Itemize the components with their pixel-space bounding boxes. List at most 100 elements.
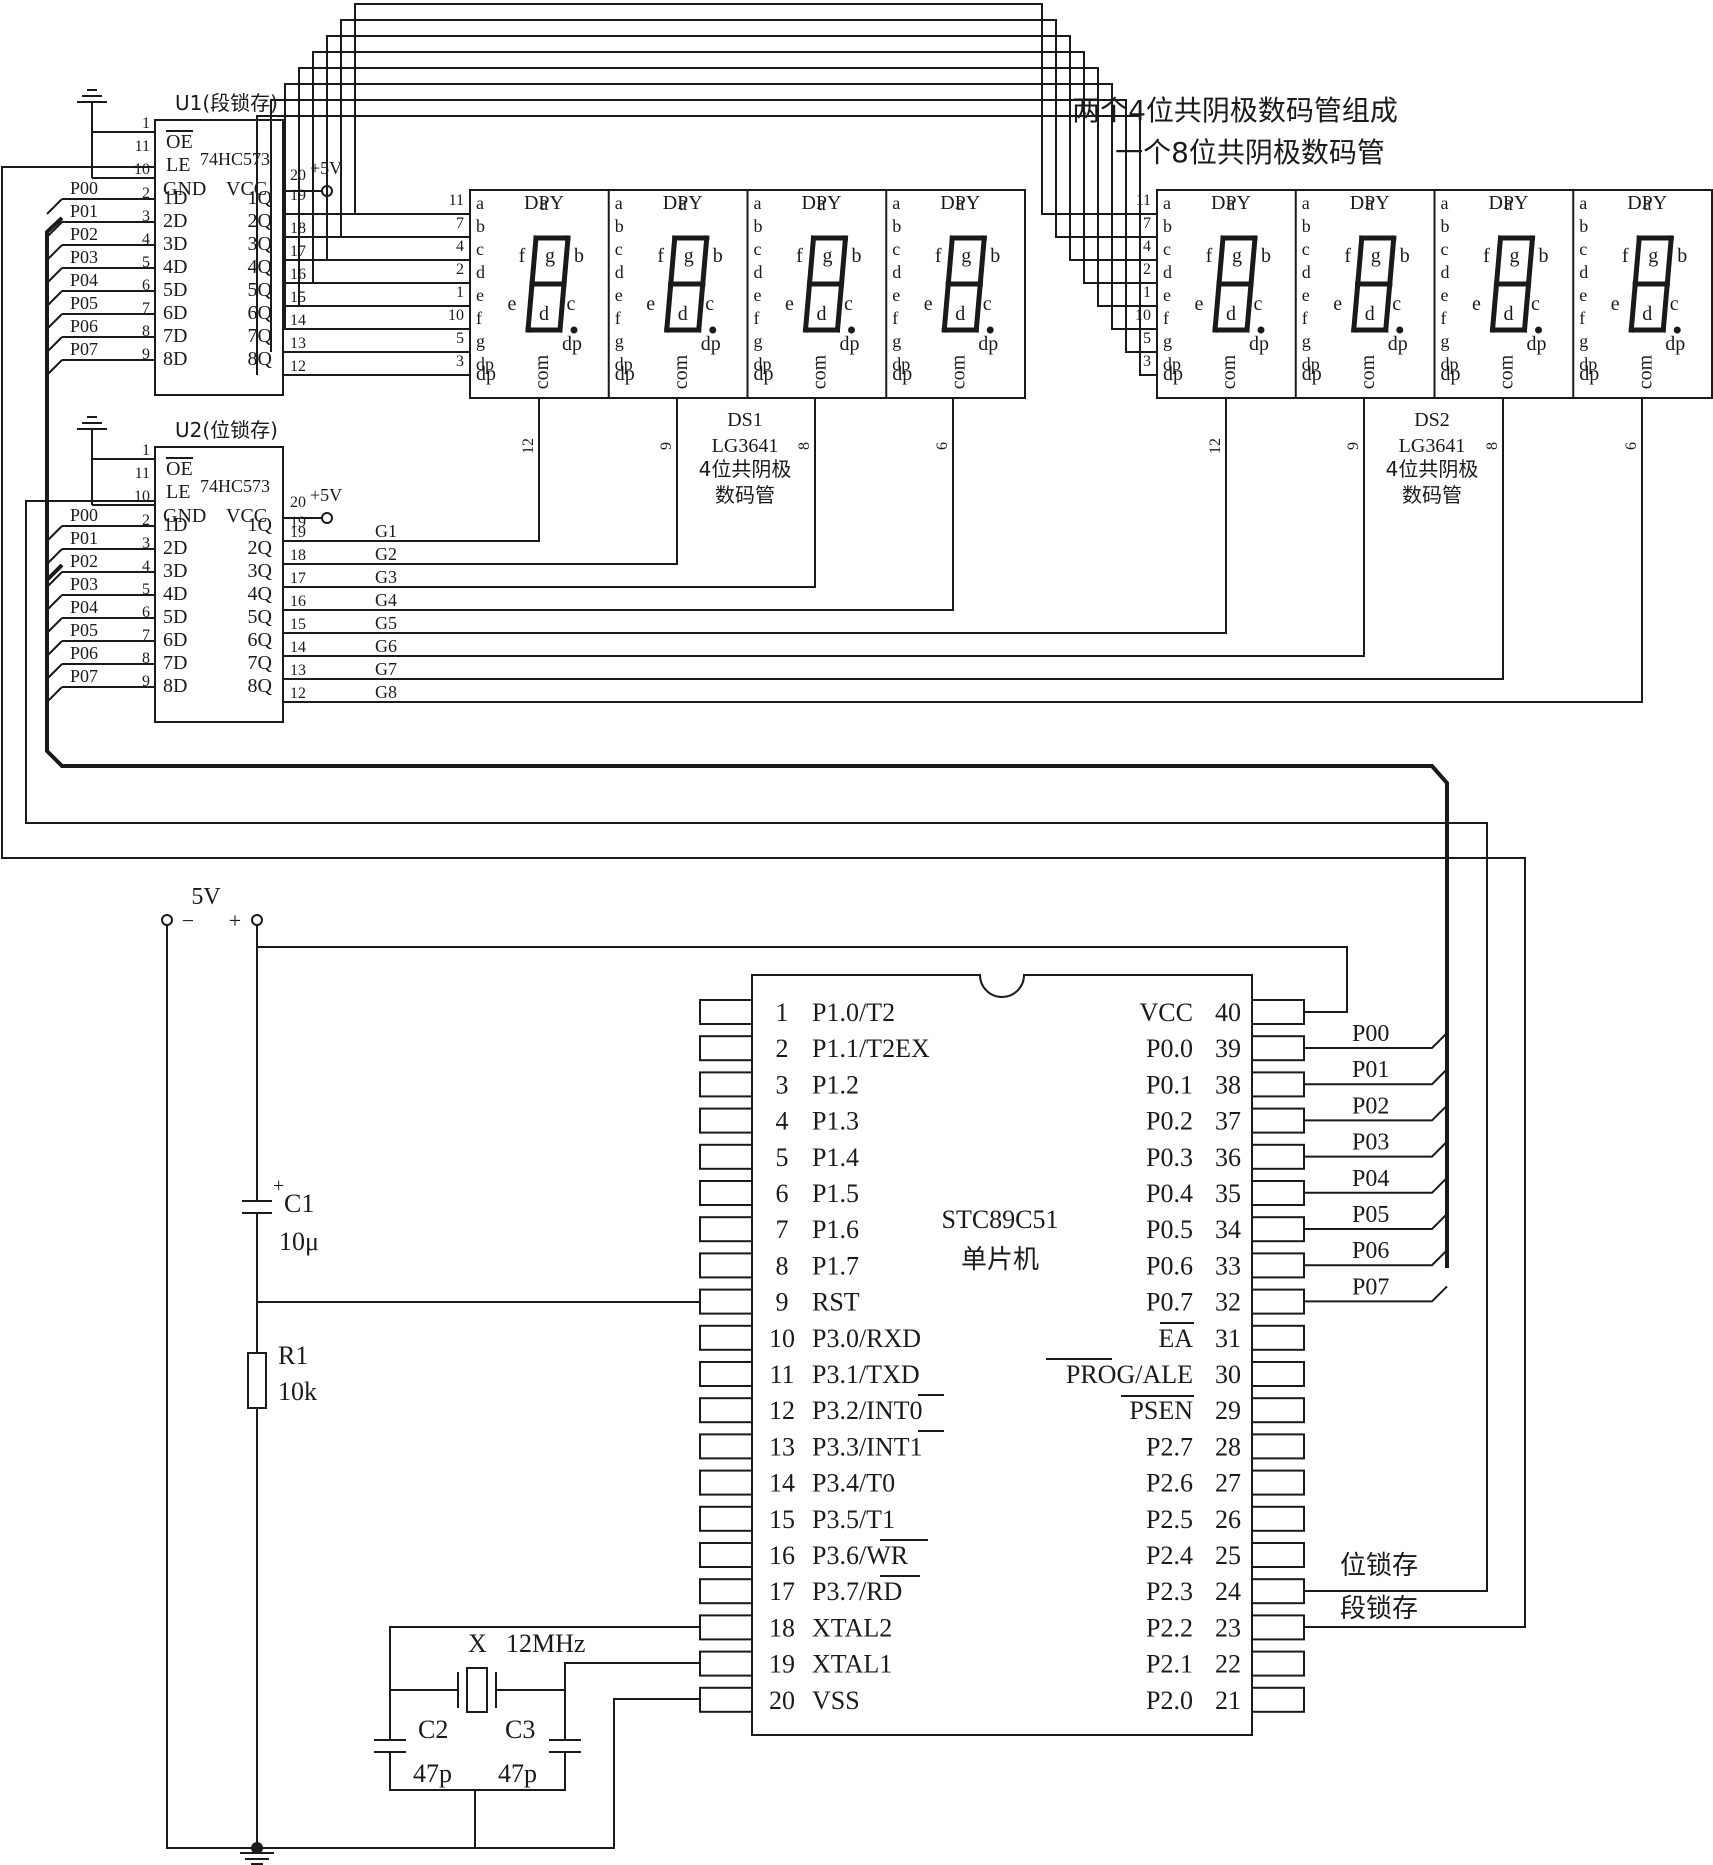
- u2-pin-le-label: LE: [166, 481, 190, 503]
- ds1-digit-1-pinlabel-f: f: [476, 308, 482, 328]
- u1-input-6-label: 6D: [163, 302, 187, 324]
- ds2-digit-2-pinlabel-d: d: [1302, 262, 1311, 282]
- mcu-right-pin-18-name: P2.2: [1146, 1613, 1193, 1642]
- ds1-digit-4-pinlabel-c: c: [892, 239, 900, 259]
- power-circuit: [161, 914, 700, 1865]
- ds1-digit-1-segment-b: [561, 235, 571, 287]
- power-minus-sign: −: [182, 908, 194, 933]
- net-wei-latch: 位锁存: [1340, 1551, 1418, 1581]
- ds1-digit-2-seg-b-label: b: [713, 245, 723, 267]
- u2-input-2-entry: [46, 548, 63, 565]
- u2-grid-net-6: G6: [375, 636, 397, 656]
- mcu-left-pin-20-name: VSS: [812, 1686, 860, 1715]
- mcu-right-pin-16-num: 25: [1215, 1541, 1241, 1570]
- mcu-left-pin-15-lead: [699, 1505, 753, 1532]
- u2-output-7-label: 7Q: [248, 652, 273, 674]
- ds2-segpin-1: 11: [1136, 192, 1151, 209]
- ds2-digit-2-seg-f-label: f: [1344, 245, 1351, 267]
- ds2-digit-3-seg-a-label: a: [1504, 193, 1513, 215]
- ds1-digit-2-pinlabel-dp: dp: [615, 354, 633, 374]
- ds1-digit-4-seg-g-label: g: [961, 245, 971, 267]
- u2-output-3-label: 3Q: [248, 560, 273, 582]
- mcu-right-pin-8-lead: [1251, 1252, 1305, 1279]
- ds1-digit-1-pinlabel-c: c: [476, 239, 484, 259]
- ds1-digit-1-seg-f-label: f: [519, 245, 526, 267]
- grid-wire-6: [283, 398, 1365, 657]
- ds2-digit-4-pinlabel-a: a: [1579, 193, 1587, 213]
- ds1-digit-2-com-label: com: [670, 354, 692, 389]
- ds1-digit-2-pinlabel-d: d: [615, 262, 624, 282]
- ds2-digit-4-seg-f-label: f: [1622, 245, 1629, 267]
- ds2-digit-3-pinlabel-g: g: [1441, 331, 1450, 351]
- ds1-digit-4-segment-e: [941, 281, 951, 333]
- mcu-left-pin-3-num: 3: [776, 1070, 789, 1099]
- power-plus-terminal: [251, 914, 263, 926]
- u2-input-1-label: 1D: [163, 514, 187, 536]
- u2-net-7: P06: [70, 643, 98, 663]
- ds1-digit-3-segment-c: [834, 281, 845, 333]
- ds1-digit-4-pinlabel-a: a: [892, 193, 900, 213]
- ds2-digit-2-segment-c: [1383, 281, 1393, 333]
- ds1-digit-4-seg-e-label: e: [924, 293, 933, 315]
- ds2-digit-2-seg-a-label: a: [1365, 193, 1374, 215]
- mcu-p0-2-net: P02: [1352, 1093, 1389, 1119]
- ds2-digit-4-pinlabel-f: f: [1579, 308, 1585, 328]
- mcu-left-pin-20-lead: [699, 1686, 753, 1713]
- ds1-digit-4-header: DPY: [940, 192, 980, 214]
- u2-grid-net-1: G1: [375, 521, 397, 541]
- ds2-digit-1-pinlabel-a: a: [1163, 193, 1171, 213]
- ds2-digit-1-pinlabel-g: g: [1163, 331, 1172, 351]
- ds2-segpin-7: 5: [1143, 330, 1151, 347]
- ds1-digit-1-seg-a-label: a: [540, 193, 549, 215]
- u1-pin-gnd-label: GND: [163, 178, 206, 200]
- mcu-left-pin-12-lead: [699, 1397, 753, 1424]
- mcu-left-pin-7-name: P1.6: [812, 1215, 859, 1244]
- ds1-segpin-8: 3: [456, 353, 464, 370]
- u1-pin-le-num: 11: [135, 138, 150, 155]
- ds2-digit-4-seg-g-label: g: [1648, 245, 1658, 267]
- static-wiring: [1, 166, 1526, 1628]
- u2-output-pin-7: 13: [290, 662, 306, 679]
- ds1-digit-2-seg-a-label: a: [678, 193, 687, 215]
- ds2-digit-4-segment-c: [1660, 281, 1670, 333]
- u1-input-1-entry: [46, 198, 63, 215]
- mcu-right-pin-2-name: P0.0: [1146, 1034, 1193, 1063]
- mcu-right-pin-4-num: 37: [1215, 1107, 1241, 1136]
- ds2-desc-2: 数码管: [1402, 483, 1462, 507]
- mcu-left-pin-11-num: 11: [769, 1360, 794, 1389]
- u2-pin-oe-num: 1: [142, 442, 150, 459]
- mcu-left-pin-7-lead: [699, 1216, 753, 1243]
- ds2-digit-4-pinlabel-dp: dp: [1579, 354, 1597, 374]
- ds2-ref: DS2: [1414, 409, 1450, 431]
- ds2-digit-1-seg-a-label: a: [1227, 193, 1236, 215]
- ds2-digit-2-bottom-dp: dp: [1302, 363, 1322, 385]
- mcu-right-pin-18-lead: [1251, 1614, 1305, 1641]
- mcu-p0-0-wire: [1304, 1032, 1448, 1049]
- mcu-left-pin-8-name: P1.7: [812, 1251, 859, 1280]
- ds1-compin-1: 12: [520, 438, 537, 454]
- u1-input-3-label: 3D: [163, 233, 187, 255]
- mcu-left-pin-13-lead: [699, 1433, 753, 1460]
- ds1-digit-1-seg-c-label: c: [567, 293, 576, 315]
- ds2-part: LG3641: [1399, 435, 1466, 457]
- u1-body: [154, 119, 284, 396]
- mcu-right-pin-1-name: VCC: [1140, 998, 1193, 1027]
- ds1-ref: DS1: [727, 409, 763, 431]
- mcu-left-pin-9-num: 9: [776, 1288, 789, 1317]
- mcu-right-pin-12-lead: [1251, 1397, 1305, 1424]
- u1-to-ds2-seg-2: [340, 19, 1157, 238]
- power-minus-terminal: [161, 914, 173, 926]
- u1-output-6-label: 6Q: [248, 302, 273, 324]
- ds2-digit-2-seg-d-label: d: [1365, 303, 1375, 325]
- mcu-right-pin-15-lead: [1251, 1505, 1305, 1532]
- u2-input-7-entry: [46, 663, 63, 680]
- ds1-digit-3-pinlabel-b: b: [754, 216, 763, 236]
- mcu-right-pin-9-lead: [1251, 1288, 1305, 1315]
- ds2-digit-1-pinlabel-e: e: [1163, 285, 1171, 305]
- u1-output-5-label: 5Q: [248, 279, 273, 301]
- ds1-digit-3-seg-f-label: f: [796, 245, 803, 267]
- mcu-p0-6-net: P06: [1352, 1238, 1389, 1264]
- mcu-right-pin-17-name: P2.3: [1146, 1577, 1193, 1606]
- u2-input-5-entry: [46, 617, 63, 634]
